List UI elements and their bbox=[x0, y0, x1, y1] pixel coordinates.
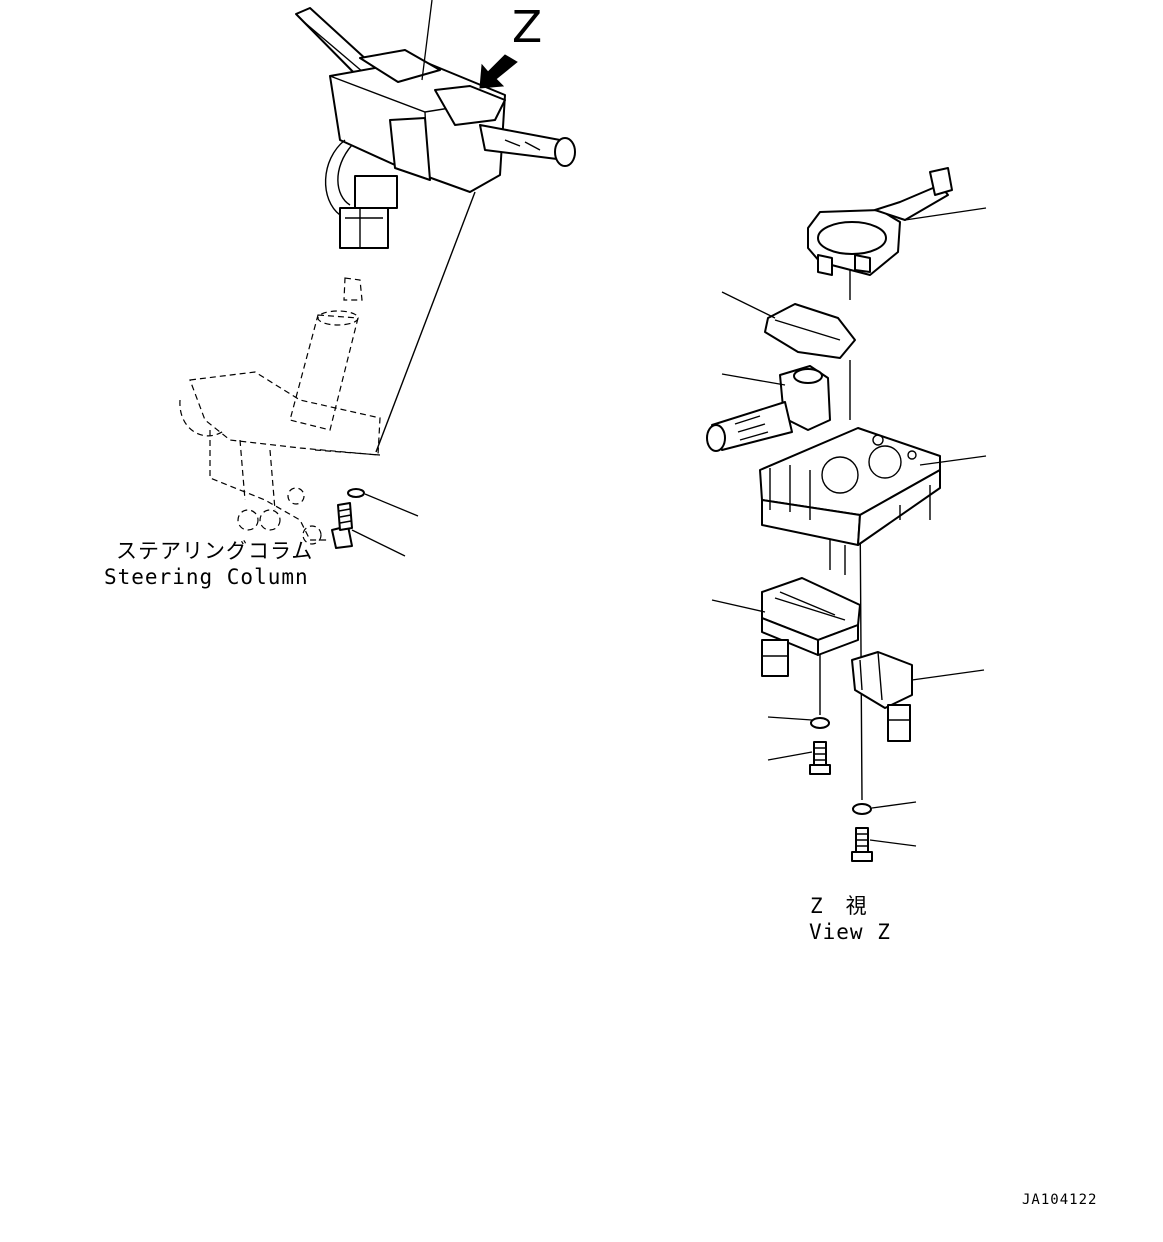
leader-line bbox=[721, 291, 776, 319]
leader-line bbox=[351, 529, 406, 557]
leader-line bbox=[904, 207, 987, 221]
leader-line bbox=[721, 373, 786, 386]
steering-column-label-en: Steering Column bbox=[104, 565, 309, 589]
drawing-code: JA104122 bbox=[1022, 1192, 1097, 1208]
leader-line bbox=[767, 751, 813, 761]
leader-line bbox=[767, 716, 813, 721]
leader-line bbox=[421, 0, 433, 81]
leader-line bbox=[711, 599, 766, 613]
steering-column-assembly bbox=[179, 7, 576, 549]
leader-line bbox=[871, 801, 917, 809]
leader-line bbox=[911, 669, 985, 681]
view-z-marker: Z bbox=[512, 2, 542, 53]
leader-line bbox=[364, 493, 419, 517]
leader-line bbox=[919, 455, 987, 466]
leader-line bbox=[869, 839, 917, 847]
view-z-label-en: View Z bbox=[809, 920, 891, 944]
steering-column-label-jp: ステアリングコラム bbox=[116, 539, 313, 563]
view-z-label-jp: Z 視 bbox=[810, 894, 868, 918]
arrow-down-left-icon bbox=[479, 54, 518, 89]
exploded-view-z bbox=[706, 167, 953, 862]
